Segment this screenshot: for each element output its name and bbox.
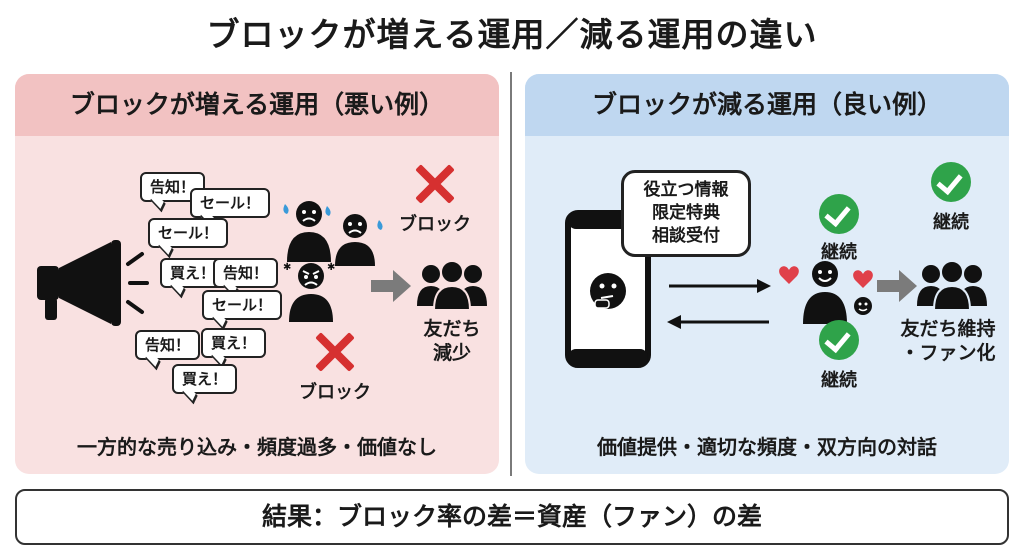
retain-label-line1: 友だち維持 (900, 318, 996, 340)
bubble-buy-2: 買え！ (201, 328, 267, 358)
bad-example-panel: ブロックが増える運用（悪い例） 告知！ セール！ セール！ 買え！ 告知！ セー… (15, 74, 499, 474)
phone-speech-bubble: 役立つ情報 限定特典 相談受付 (621, 170, 751, 257)
result-banner: 結果：ブロック率の差＝資産（ファン）の差 (15, 489, 1009, 545)
block-label-bottom: ブロック (299, 382, 371, 403)
arrow-right-icon (877, 270, 917, 302)
continue-label-1: 継続 (821, 242, 857, 263)
bubble-announce-1: 告知！ (140, 172, 206, 202)
check-icon (819, 194, 859, 234)
group-icon (917, 260, 987, 310)
bubble-announce-3: 告知！ (135, 330, 201, 360)
good-panel-summary: 価値提供・適切な頻度・双方向の対話 (597, 435, 937, 459)
two-way-arrows-icon (667, 279, 771, 329)
group-icon (417, 260, 487, 310)
x-mark-icon (313, 330, 357, 374)
arrow-right-icon (371, 270, 411, 302)
bubble-limited-perks: 限定特典 (652, 203, 720, 223)
svg-text:✱: ✱ (283, 262, 291, 273)
check-icon (819, 320, 859, 360)
check-icon (931, 162, 971, 202)
bubble-sale-1: セール！ (190, 188, 271, 218)
decrease-label-line1: 友だち (423, 318, 481, 340)
good-example-panel: ブロックが減る運用（良い例） 役立つ情報 限定特典 相談受付 継続 (525, 74, 1009, 474)
continue-label-3: 継続 (933, 212, 969, 233)
bubble-buy-3: 買え！ (172, 364, 238, 394)
megaphone-icon (37, 240, 149, 326)
smiling-person-icon (779, 261, 873, 324)
retain-label-line2: ・ファン化 (900, 342, 996, 364)
bad-panel-heading: ブロックが増える運用（悪い例） (15, 74, 499, 136)
svg-text:✱: ✱ (327, 262, 335, 273)
x-mark-icon (413, 162, 457, 206)
bubble-sale-2: セール！ (148, 218, 229, 248)
angry-person-icon: ✱ ✱ (283, 262, 335, 322)
block-label-top: ブロック (399, 214, 471, 235)
bubble-announce-2: 告知！ (213, 258, 279, 288)
page-title: ブロックが増える運用／減る運用の違い (206, 15, 818, 54)
decrease-label-line2: 減少 (432, 342, 471, 364)
bubble-sale-3: セール！ (202, 290, 283, 320)
good-panel-heading: ブロックが減る運用（良い例） (525, 74, 1009, 136)
continue-label-2: 継続 (821, 370, 857, 391)
bubble-useful-info: 役立つ情報 (643, 180, 729, 200)
thinking-face-icon (590, 273, 626, 309)
center-divider (510, 72, 512, 476)
bad-panel-summary: 一方的な売り込み・頻度過多・価値なし (77, 435, 437, 459)
bubble-consultation: 相談受付 (652, 226, 720, 246)
sad-person-icon (283, 201, 383, 266)
